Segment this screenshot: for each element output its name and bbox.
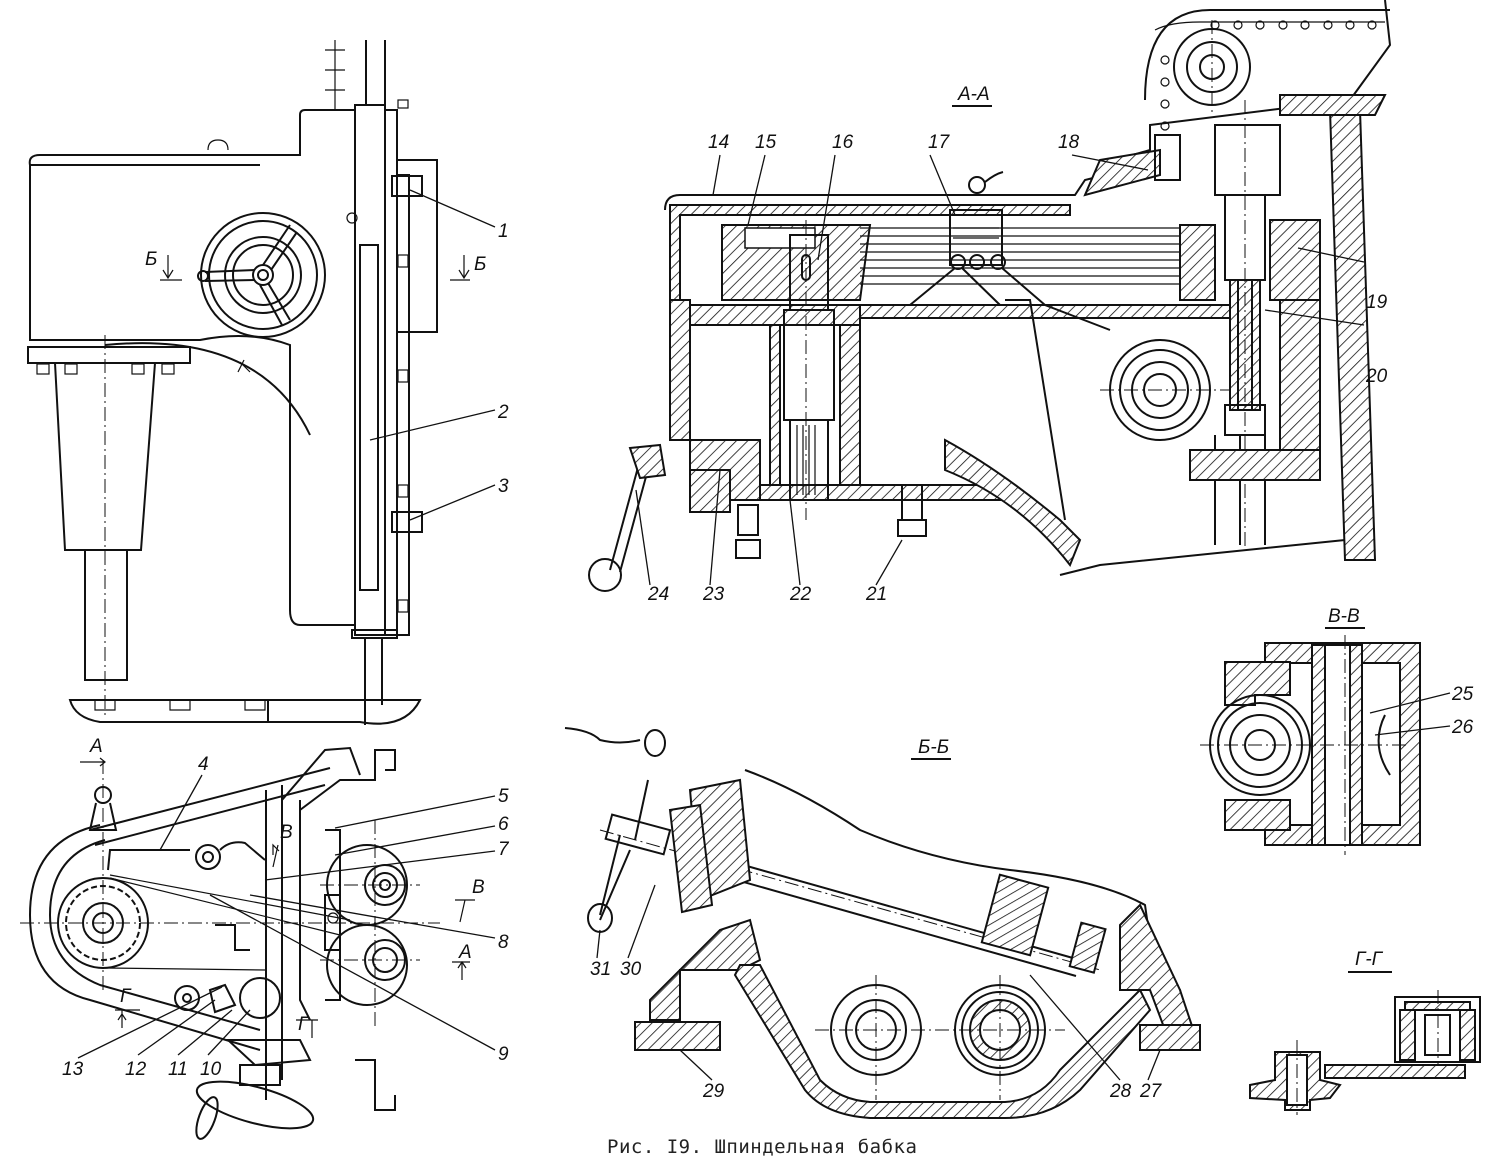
- part-label-24: 24: [647, 584, 669, 605]
- part-label-18: 18: [1058, 132, 1080, 153]
- section-aa: А-А: [588, 0, 1392, 605]
- part-label-3: 3: [498, 476, 509, 497]
- section-mark-g-right: Г: [298, 1014, 310, 1035]
- handwheel-icon: [197, 212, 326, 338]
- part-label-31: 31: [590, 959, 611, 980]
- section-mark-b-right: Б: [474, 254, 486, 275]
- part-label-19: 19: [1366, 292, 1388, 313]
- section-mark-v-upper: В: [280, 822, 293, 843]
- part-label-10: 10: [200, 1059, 222, 1080]
- section-mark-v-right: В: [472, 877, 485, 898]
- part-label-20: 20: [1365, 366, 1388, 387]
- part-label-17: 17: [928, 132, 951, 153]
- part-label-28: 28: [1109, 1081, 1132, 1102]
- part-label-12: 12: [125, 1059, 147, 1080]
- plan-view: А А В В Г Г 4 5 6 7 8 9 10 11 12 13: [20, 736, 510, 1140]
- section-title-bb: Б-Б: [918, 737, 949, 758]
- part-label-16: 16: [832, 132, 854, 153]
- section-mark-g-left: Г: [120, 986, 132, 1007]
- section-title-gg: Г-Г: [1355, 949, 1384, 970]
- part-label-25: 25: [1451, 684, 1474, 705]
- part-label-11: 11: [168, 1059, 188, 1080]
- section-bb: Б-Б 31 30: [564, 727, 1201, 1119]
- part-label-1: 1: [498, 221, 509, 242]
- part-label-15: 15: [755, 132, 777, 153]
- part-label-7: 7: [498, 839, 510, 860]
- part-label-23: 23: [702, 584, 725, 605]
- part-label-27: 27: [1139, 1081, 1163, 1102]
- part-label-5: 5: [498, 786, 509, 807]
- figure-caption: Рис. I9. Шпиндельная бабка: [607, 1136, 918, 1158]
- part-label-8: 8: [498, 932, 509, 953]
- part-label-6: 6: [498, 814, 509, 835]
- part-label-30: 30: [620, 959, 642, 980]
- section-title-aa: А-А: [957, 84, 990, 105]
- part-label-22: 22: [789, 584, 812, 605]
- part-label-26: 26: [1451, 717, 1474, 738]
- section-mark-b-left: Б: [145, 249, 157, 270]
- part-label-2: 2: [497, 402, 509, 423]
- front-view: Б Б 1 2 3: [27, 40, 509, 725]
- part-label-13: 13: [62, 1059, 84, 1080]
- section-gg: Г-Г: [1249, 949, 1481, 1115]
- section-mark-a-bottom: А: [458, 942, 472, 963]
- part-label-21: 21: [865, 584, 887, 605]
- section-vv: В-В 25 26: [1200, 606, 1474, 855]
- part-label-29: 29: [702, 1081, 725, 1102]
- part-label-4: 4: [198, 754, 209, 775]
- section-mark-a-top: А: [89, 736, 103, 757]
- section-title-vv: В-В: [1328, 606, 1360, 627]
- part-label-9: 9: [498, 1044, 509, 1065]
- part-label-14: 14: [708, 132, 729, 153]
